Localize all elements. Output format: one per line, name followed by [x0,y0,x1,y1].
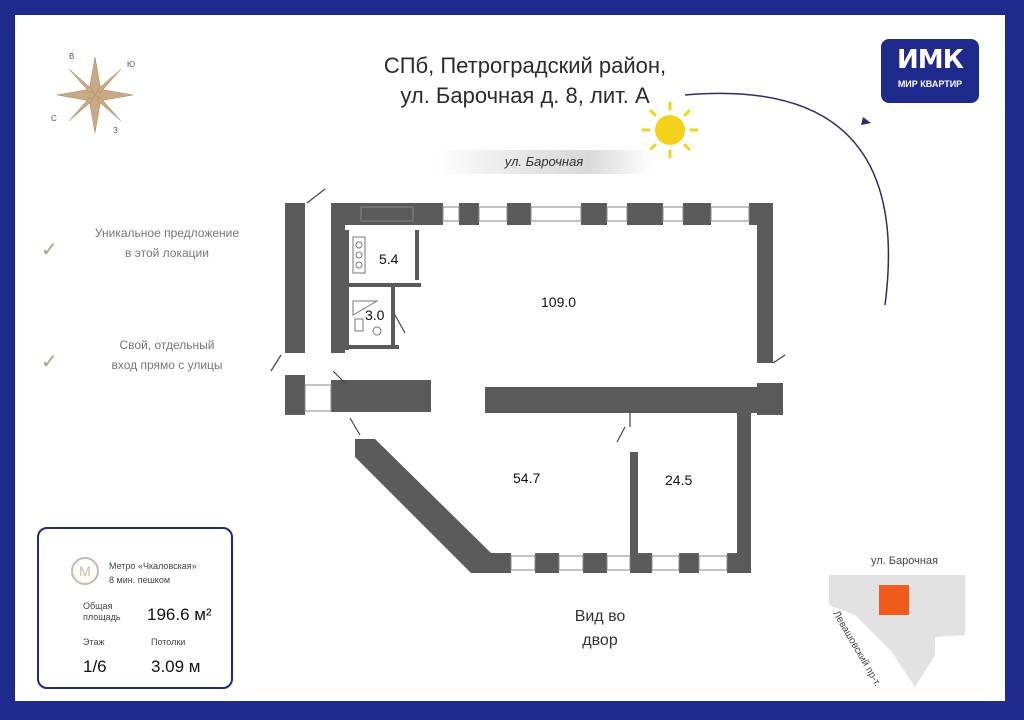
address-line-1: СПб, Петроградский район, [383,53,667,78]
yard-view-label: Вид во двор [555,605,645,653]
info-card: М Метро «Чкаловская» 8 мин. пешком Общая… [37,527,233,689]
floor-value: 1/6 [83,657,107,676]
area-label: Общая площадь [83,601,121,623]
room-area-left-room: 54.7 [513,470,540,486]
feature-unique-line1: Уникальное предложение [94,226,240,240]
floor-plan-sheet: В Ю С З СПб, Петроградский район, ул. Ба… [12,12,1008,704]
map-street-top: ул. Барочная [871,555,938,567]
checkmark-icon: ✓ [41,351,58,373]
metro-icon: М [71,557,99,585]
address-line-2: ул. Барочная д. 8, лит. А [400,83,650,108]
feature-unique-line2: в этой локации [125,246,209,260]
feature-entrance-line1: Свой, отдельный [119,338,215,352]
compass-n: В [69,52,74,61]
address-title: СПб, Петроградский район, ул. Барочная д… [355,51,695,111]
yard-view-line1: Вид во [574,608,626,625]
ceiling-value: 3.09 м [151,657,201,676]
sun-path-diagram [641,92,890,361]
area-label-2: площадь [83,612,121,622]
area-value: 196.6 м² [147,605,212,624]
metro-walk: 8 мин. пешком [109,575,171,585]
company-logo: ИМК МИР КВАРТИР [881,39,979,103]
room-area-kitchen: 5.4 [379,251,399,267]
feature-entrance-line2: вход прямо с улицы [111,358,223,372]
metro-info: Метро «Чкаловская» 8 мин. пешком [109,559,229,587]
ceiling-label: Потолки [151,637,186,647]
sun-icon [641,101,699,159]
compass-e: Ю [127,60,135,69]
checkmark-icon: ✓ [41,239,58,261]
logo-mark: ИМК [897,45,964,75]
room-area-right-room: 24.5 [665,472,692,488]
area-label-1: Общая [83,601,113,611]
moon-icon [863,320,885,361]
logo-name: МИР КВАРТИР [897,79,963,89]
compass-rose-icon: В Ю С З [51,52,135,135]
compass-s: З [113,126,118,135]
building-highlight [879,585,909,615]
compass-w: С [51,114,57,123]
yard-view-line2: двор [582,632,618,649]
street-label-top: ул. Барочная [435,150,653,174]
floor-label: Этаж [83,637,105,647]
feature-entrance: Свой, отдельный вход прямо с улицы [77,335,257,375]
metro-name: Метро «Чкаловская» [109,561,197,571]
room-area-main-hall: 109.0 [541,294,576,310]
location-map: Левашовский пр-т. [829,575,965,689]
feature-unique: Уникальное предложение в этой локации [77,223,257,263]
room-area-bath: 3.0 [365,307,385,323]
